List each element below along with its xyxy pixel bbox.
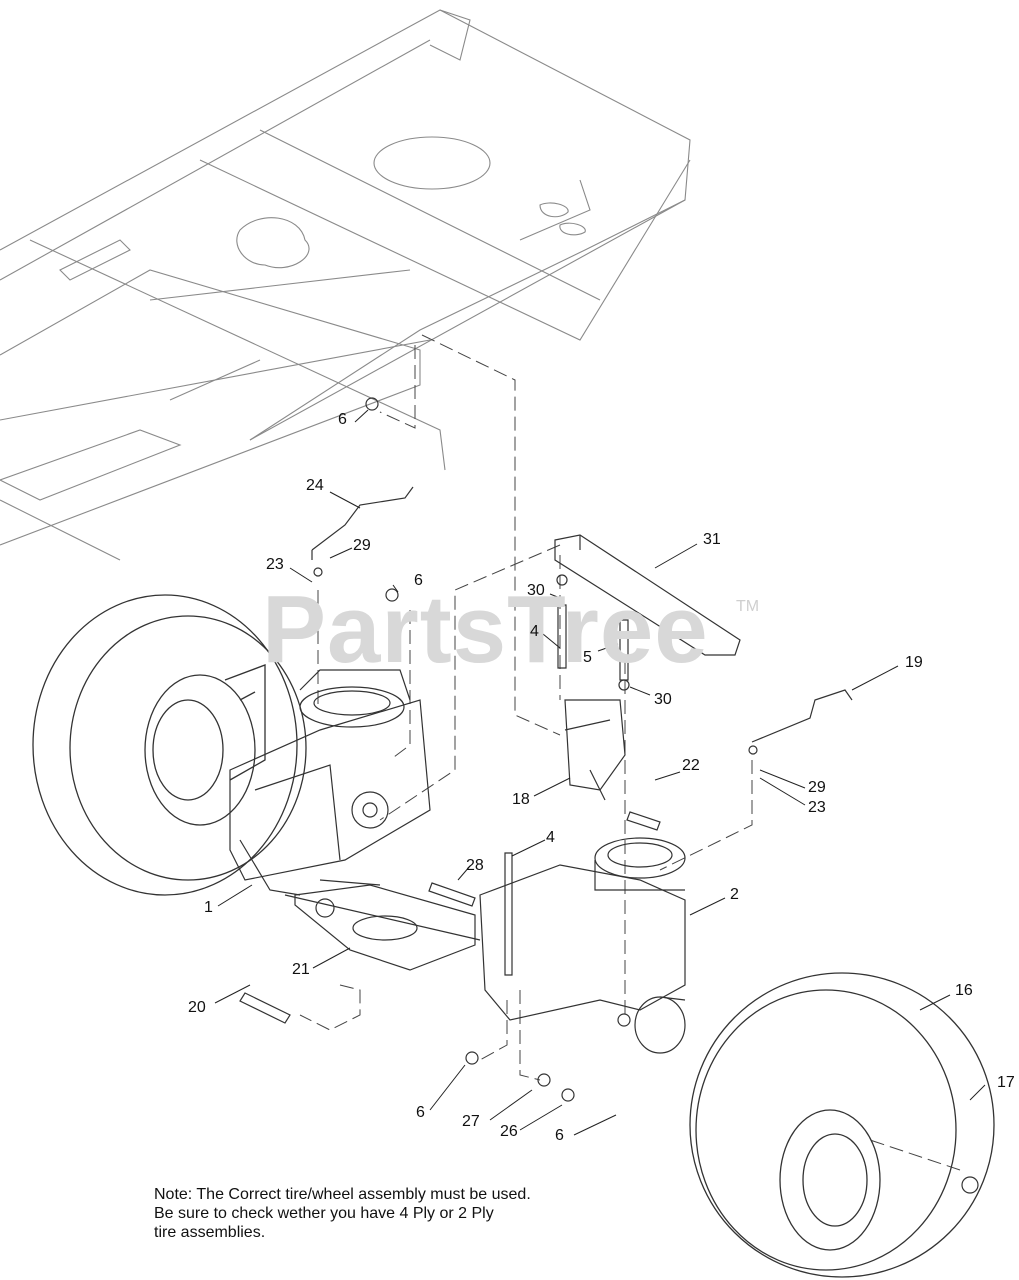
callout-6: 6 (555, 1127, 564, 1144)
right-wheel-assembly (689, 972, 995, 1278)
partstree-watermark: PartsTree (262, 576, 709, 683)
callout-21: 21 (292, 961, 310, 978)
callout-29: 29 (353, 537, 371, 554)
note-line-2: Be sure to check wether you have 4 Ply o… (154, 1205, 494, 1222)
callout-22: 22 (682, 757, 700, 774)
note-line-1: Note: The Correct tire/wheel assembly mu… (154, 1186, 531, 1203)
callout-29: 29 (808, 779, 826, 796)
callout-31: 31 (703, 531, 721, 548)
left-wheel-assembly (32, 594, 307, 896)
callout-5: 5 (583, 649, 592, 666)
callout-28: 28 (466, 857, 484, 874)
callout-17: 17 (997, 1074, 1015, 1091)
callout-26: 26 (500, 1123, 518, 1140)
bolts (239, 397, 979, 1194)
callout-16: 16 (955, 982, 973, 999)
callout-23: 23 (266, 556, 284, 573)
callout-30: 30 (654, 691, 672, 708)
mower-frame (0, 9, 691, 561)
callout-leaders (214, 409, 986, 1136)
center-bracket (284, 879, 481, 971)
callout-23: 23 (808, 799, 826, 816)
callout-24: 24 (306, 477, 324, 494)
callout-30: 30 (527, 582, 545, 599)
callout-4: 4 (546, 829, 555, 846)
callout-6: 6 (338, 411, 347, 428)
callout-19: 19 (905, 654, 923, 671)
left-transaxle (229, 669, 431, 896)
callout-18: 18 (512, 791, 530, 808)
callout-6: 6 (416, 1104, 425, 1121)
trademark-mark: TM (736, 598, 760, 615)
callout-20: 20 (188, 999, 206, 1016)
callout-27: 27 (462, 1113, 480, 1130)
assembly-leaders (299, 334, 961, 1171)
callout-4: 4 (530, 623, 539, 640)
mounting-brackets (554, 534, 741, 801)
right-transaxle (479, 837, 686, 1054)
control-rods (311, 486, 853, 743)
callout-1: 1 (204, 899, 213, 916)
note-line-3: tire assemblies. (154, 1224, 266, 1241)
callout-2: 2 (730, 886, 739, 903)
tire-assembly-note: Note: The Correct tire/wheel assembly mu… (154, 1185, 614, 1242)
callout-6: 6 (414, 572, 423, 589)
